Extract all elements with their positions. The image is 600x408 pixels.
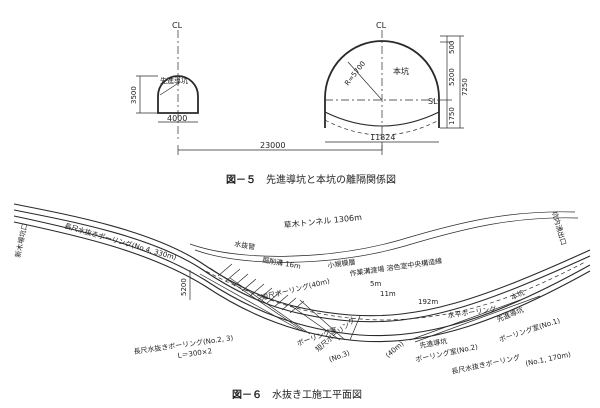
d192m-label: 192m bbox=[418, 298, 438, 306]
main-radius-line bbox=[347, 61, 383, 101]
spacing-label: 23000 bbox=[260, 141, 285, 150]
figure5-caption-text: 先進導坑と本坑の離隔関係図 bbox=[266, 173, 396, 186]
main-tunnel-section: CL R=5700 本坑 SL 500 5200 1750 7250 11824 bbox=[324, 21, 469, 152]
tunnel-name-label: 草木トンネル 1306m bbox=[283, 212, 362, 230]
aquifer-label: 水抜管 bbox=[234, 239, 256, 252]
main-section-outline bbox=[324, 40, 440, 128]
pilot-leader-line bbox=[159, 81, 181, 96]
boring-lines bbox=[199, 267, 541, 343]
pilot-entry-label: 先進導坑 bbox=[419, 336, 448, 350]
pilot-width-label: 4000 bbox=[167, 114, 187, 123]
alignment-upper bbox=[13, 203, 591, 317]
tunnel-arc-upper-2 bbox=[194, 217, 579, 263]
figure5-drawing: CL 先進導坑 3500 4000 CL R=5700 本坑 SL bbox=[130, 21, 469, 186]
pilot-section-outline bbox=[157, 75, 199, 114]
pilot-heading-section: CL 先進導坑 3500 4000 bbox=[130, 21, 199, 140]
west-portal-label: 新木場坑口 bbox=[13, 222, 29, 258]
tunnel-arc-upper bbox=[189, 211, 576, 257]
main-dim-top-label: 500 bbox=[448, 41, 456, 54]
main-cl-label: CL bbox=[376, 21, 387, 30]
figure5-caption-number: 図－５ bbox=[226, 174, 256, 186]
main-width-label: 11824 bbox=[370, 133, 395, 142]
east-portal-label: 坑内湧出口 bbox=[550, 210, 568, 246]
figure6-caption-text: 水抜き工施工平面図 bbox=[272, 388, 362, 401]
long-boring-1-label: 長尺水抜きボーリング bbox=[451, 353, 521, 376]
main-invert-dashed bbox=[324, 119, 440, 136]
long-boring-1-spec: (No.1, 170m) bbox=[525, 350, 572, 367]
dim-5200-label: 5200 bbox=[180, 278, 188, 296]
main-tunnel-line bbox=[13, 215, 591, 337]
gallery-label: 掘削溝 16m bbox=[262, 255, 302, 271]
main-invert-line bbox=[324, 111, 440, 127]
boring-room-3-num: (No.3) bbox=[328, 349, 351, 364]
small-boring-40b-label: (40m) bbox=[384, 340, 406, 360]
pilot-name-label: 先進導坑 bbox=[160, 76, 188, 85]
figure6-drawing: 5200 新木場坑口 坑内湧出口 草木トンネル 1306m 長尺水抜きボーリング… bbox=[13, 203, 591, 401]
main-dim-lower-label: 1750 bbox=[448, 107, 456, 125]
main-name-label: 本坑 bbox=[393, 66, 409, 76]
main-dim-total-label: 7250 bbox=[461, 78, 469, 96]
pit-band-label: 小規模層 bbox=[327, 257, 356, 270]
pilot-height-label: 3500 bbox=[130, 86, 138, 104]
figure6-caption-number: 図－６ bbox=[232, 389, 262, 401]
alignment-upper-2 bbox=[13, 209, 591, 323]
main-radius-label: R=5700 bbox=[343, 60, 367, 87]
jet-pit-label: 作業溝渡場 溶色室中央構造線 bbox=[349, 256, 443, 278]
main-dim-upper-label: 5200 bbox=[448, 68, 456, 86]
pilot-alignment bbox=[199, 261, 586, 321]
d5m-label: 5m bbox=[370, 280, 381, 288]
pilot-cl-label: CL bbox=[172, 21, 183, 30]
d11m-label: 11m bbox=[380, 290, 396, 298]
main-sl-label: SL bbox=[428, 97, 438, 106]
pilot-label: 先進導坑 bbox=[495, 305, 524, 324]
main-tunnel-line-2 bbox=[13, 221, 591, 343]
